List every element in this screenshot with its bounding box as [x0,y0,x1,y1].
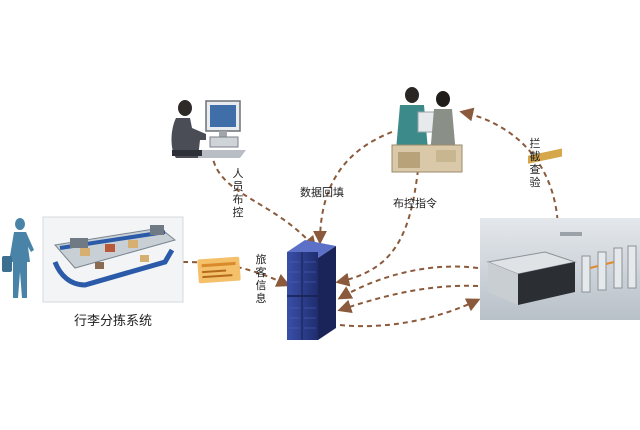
label-passenger-info-char-3: 信 [256,279,267,292]
label-staff-control: 人 员 布 控 [233,167,244,219]
label-intercept-check: 拦 截 查 验 [530,136,541,189]
arrow-staff-to-gate-sym [335,169,419,287]
label-passenger-info-char-4: 息 [256,291,267,305]
turnstile-gate-icon [480,148,640,320]
label-staff-control-char-3: 布 [233,193,244,206]
label-intercept-check-char-1: 拦 [530,136,541,150]
label-intercept-check-char-4: 验 [530,175,541,189]
arrow-server-to-gate [339,298,481,328]
label-staff-control-char-4: 控 [233,205,244,219]
server-rack-icon [287,240,336,340]
label-staff-control-char-2: 员 [233,180,244,193]
label-passenger-info-char-2: 客 [256,265,267,279]
label-passenger-info-char-1: 旅 [256,252,267,266]
conveyor-system-icon [42,216,184,303]
label-intercept-check-char-2: 截 [530,149,541,163]
label-passenger-info: 旅 客 信 息 [256,252,267,305]
flow-arrows [182,107,560,328]
staff-meeting-icon [391,87,463,173]
traveler-silhouette-icon [2,218,34,298]
boarding-pass-icon [197,256,241,284]
label-intercept-check-char-3: 查 [530,162,541,176]
label-deploy-command: 布控指令 [393,196,437,210]
arrow-baggage-to-server [182,261,291,287]
arrow-gate-to-server-1 [337,265,479,300]
computer-operator-icon [171,100,246,158]
label-baggage-system: 行李分拣系统 [74,314,152,329]
label-data-backfill: 数据回填 [300,185,344,199]
arrow-workstation-to-server [211,151,317,251]
arrow-gate-to-server-2 [337,284,479,314]
label-staff-control-char-1: 人 [233,167,244,180]
